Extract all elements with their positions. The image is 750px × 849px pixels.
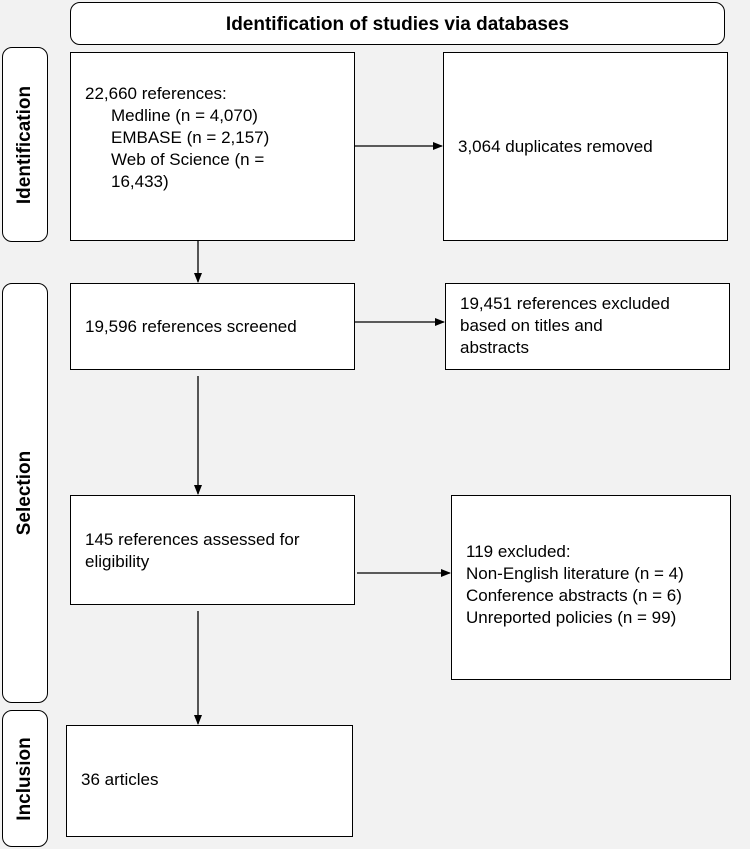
stage-inclusion: Inclusion [2,710,48,847]
excluded-reason-conference: Conference abstracts (n = 6) [466,586,682,605]
excluded-reason-non-english: Non-English literature (n = 4) [466,564,684,583]
excluded-titles-box: 19,451 references excluded based on titl… [445,283,730,370]
included-box: 36 articles [66,725,353,837]
excluded-reason-unreported: Unreported policies (n = 99) [466,608,677,627]
references-medline: Medline (n = 4,070) [111,106,258,125]
screened-box: 19,596 references screened [70,283,355,370]
references-embase: EMBASE (n = 2,157) [111,128,270,147]
excluded-full-total: 119 excluded: [466,542,571,561]
assessed-line2: eligibility [85,552,150,571]
references-total: 22,660 references: [85,84,227,103]
assessed-line1: 145 references assessed for [85,530,300,549]
screened-text: 19,596 references screened [85,317,297,336]
stage-identification: Identification [2,47,48,242]
excluded-titles-line1: 19,451 references excluded [460,294,670,313]
references-wos-line2: 16,433) [111,172,169,191]
duplicates-box: 3,064 duplicates removed [443,52,728,241]
references-wos-line1: Web of Science (n = [111,150,265,169]
stage-selection: Selection [2,283,48,703]
references-box: 22,660 references: Medline (n = 4,070) E… [70,52,355,241]
assessed-box: 145 references assessed for eligibility [70,495,355,605]
page-title: Identification of studies via databases [70,2,725,45]
excluded-full-box: 119 excluded: Non-English literature (n … [451,495,731,680]
excluded-titles-line3: abstracts [460,338,529,357]
duplicates-text: 3,064 duplicates removed [458,137,653,156]
excluded-titles-line2: based on titles and [460,316,603,335]
included-text: 36 articles [81,770,159,789]
